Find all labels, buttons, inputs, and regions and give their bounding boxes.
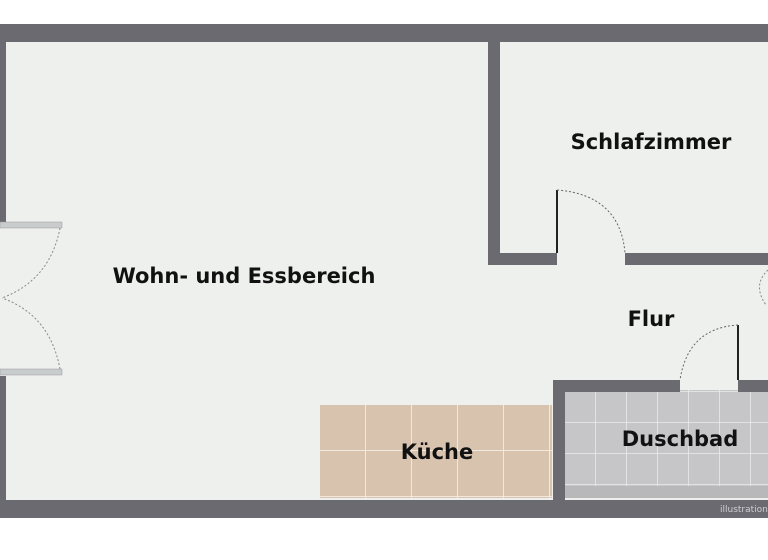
room-label-hall: Flur bbox=[628, 307, 675, 331]
bathroom-floor bbox=[563, 390, 768, 486]
walls bbox=[0, 24, 768, 518]
bathroom-door bbox=[679, 324, 739, 381]
room-label-living: Wohn- und Essbereich bbox=[113, 264, 376, 288]
watermark: illustration© bbox=[720, 505, 768, 515]
room-label-bathroom: Duschbad bbox=[622, 427, 739, 451]
window-door-left bbox=[0, 221, 63, 376]
kitchen-floor bbox=[320, 405, 552, 498]
bedroom-door bbox=[556, 189, 626, 254]
room-label-bedroom: Schlafzimmer bbox=[571, 130, 732, 154]
room-label-kitchen: Küche bbox=[401, 440, 474, 464]
